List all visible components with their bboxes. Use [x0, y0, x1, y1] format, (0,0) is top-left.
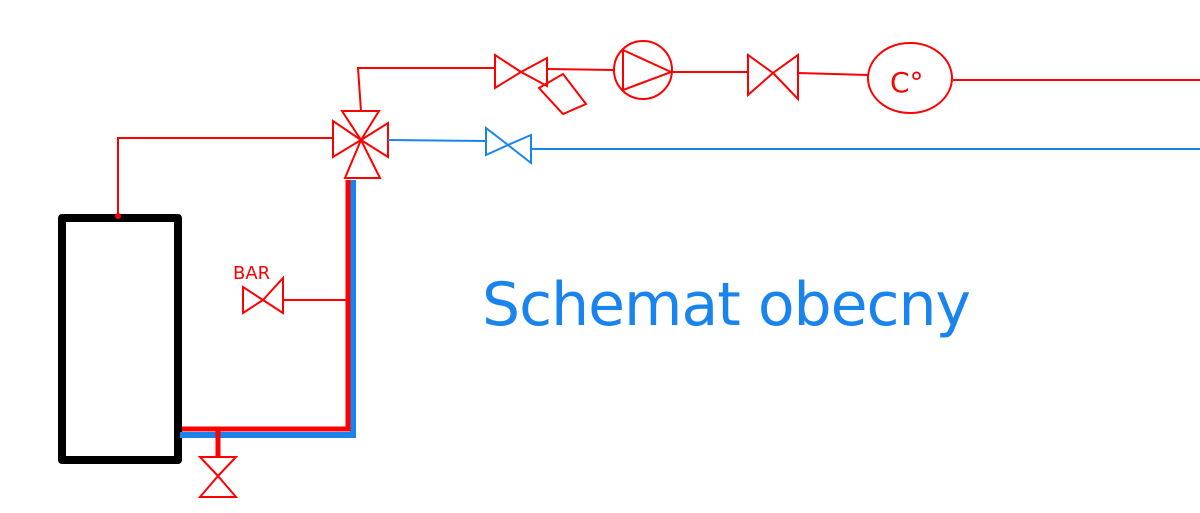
supply-pipe: [797, 72, 869, 76]
actuator-icon: [537, 72, 588, 116]
supply-pipe-upper: [356, 67, 495, 112]
tank-connection: [115, 213, 121, 219]
thermometer-icon: [867, 42, 953, 114]
drain-valve: [197, 456, 239, 498]
pump-icon: [613, 40, 674, 100]
return-pipe-thick: [180, 180, 356, 438]
supply-pipe-tank: [117, 137, 333, 216]
pressure-valve: [242, 275, 284, 315]
return-pipe: [387, 139, 487, 142]
boiler-tank: [58, 214, 182, 464]
shutoff-valve: [747, 53, 799, 102]
three-way-valve: [332, 110, 389, 179]
actuated-valve: [494, 53, 588, 116]
return-valve: [485, 125, 532, 166]
page-title: Schemat obecny: [482, 270, 971, 340]
supply-pipe: [546, 68, 615, 71]
pressure-label: BAR: [233, 263, 270, 284]
supply-pipe-thick: [182, 180, 351, 432]
temperature-label: C°: [890, 66, 924, 99]
